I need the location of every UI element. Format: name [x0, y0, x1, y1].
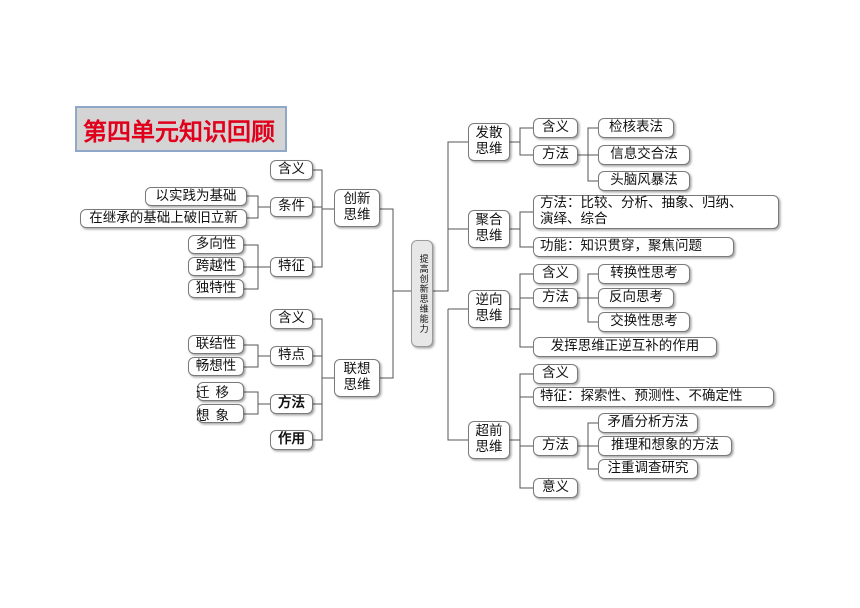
- node-chaoqian-fangfa-item: 注重调查研究: [598, 459, 698, 479]
- node-lianxiang-hanyi: 含义: [270, 309, 313, 329]
- node-fangfa-item-box: [197, 382, 244, 401]
- node-nixiang-fangfa: 方法: [533, 288, 578, 308]
- node-fasan-fangfa-item: 检核表法: [598, 118, 674, 138]
- node-chaoqian-tezheng: 特征：探索性、预测性、不确定性: [533, 387, 774, 407]
- node-juhe-fangfa: 方法：比较、分析、抽象、归纳、 演绎、综合: [533, 195, 779, 229]
- node-tedian-item: 联结性: [188, 335, 244, 354]
- node-lianxiang-zuoyong: 作用: [270, 430, 313, 450]
- node-fasan-hanyi: 含义: [533, 118, 578, 138]
- center-node: 提高创新思维能力: [411, 240, 433, 347]
- node-juhe-gongneng: 功能：知识贯穿，聚焦问题: [533, 237, 734, 257]
- node-fasan: 发散 思维: [468, 123, 510, 161]
- node-nixiang: 逆向 思维: [468, 290, 510, 328]
- node-tiaojian-item: 以实践为基础: [145, 187, 247, 206]
- node-chaoqian: 超前 思维: [468, 421, 510, 459]
- node-chuangxin-tiaojian: 条件: [270, 197, 313, 217]
- node-nixiang-fangfa-item: 反向思考: [598, 288, 674, 308]
- node-tedian-item: 畅想性: [188, 357, 244, 376]
- node-chuangxin-tezheng: 特征: [270, 257, 313, 277]
- node-lianxiang: 联想 思维: [334, 359, 380, 397]
- node-chaoqian-fangfa: 方法: [533, 436, 578, 456]
- node-chuangxin-hanyi: 含义: [270, 160, 313, 180]
- node-nixiang-fangfa-item: 转换性思考: [598, 264, 690, 284]
- node-chaoqian-hanyi: 含义: [533, 364, 578, 384]
- node-tiaojian-item: 在继承的基础上破旧立新: [80, 209, 247, 228]
- node-nixiang-fahui: 发挥思维正逆互补的作用: [533, 337, 717, 357]
- node-lianxiang-tedian: 特点: [270, 346, 313, 366]
- node-fasan-fangfa: 方法: [533, 145, 578, 165]
- node-tezheng-item: 跨越性: [188, 257, 244, 276]
- node-fangfa-item: 想象: [196, 408, 235, 424]
- node-fasan-fangfa-item: 信息交合法: [598, 145, 690, 165]
- node-chaoqian-fangfa-item: 矛盾分析方法: [598, 413, 698, 433]
- page-title: 第四单元知识回顾: [75, 106, 287, 152]
- node-chaoqian-yiyi: 意义: [533, 478, 578, 498]
- node-nixiang-fangfa-item: 交换性思考: [598, 312, 690, 332]
- node-fangfa-item-box: [197, 404, 244, 423]
- node-tezheng-item: 多向性: [188, 235, 244, 254]
- node-tezheng-item: 独特性: [188, 279, 244, 298]
- node-fasan-fangfa-item: 头脑风暴法: [598, 171, 690, 191]
- node-nixiang-hanyi: 含义: [533, 264, 578, 284]
- node-juhe: 聚合 思维: [468, 210, 510, 248]
- node-chuangxin: 创新 思维: [334, 189, 380, 227]
- node-chaoqian-fangfa-item: 推理和想象的方法: [598, 436, 732, 456]
- node-lianxiang-fangfa: 方法: [270, 394, 313, 414]
- node-fangfa-item: 迁移: [196, 385, 235, 401]
